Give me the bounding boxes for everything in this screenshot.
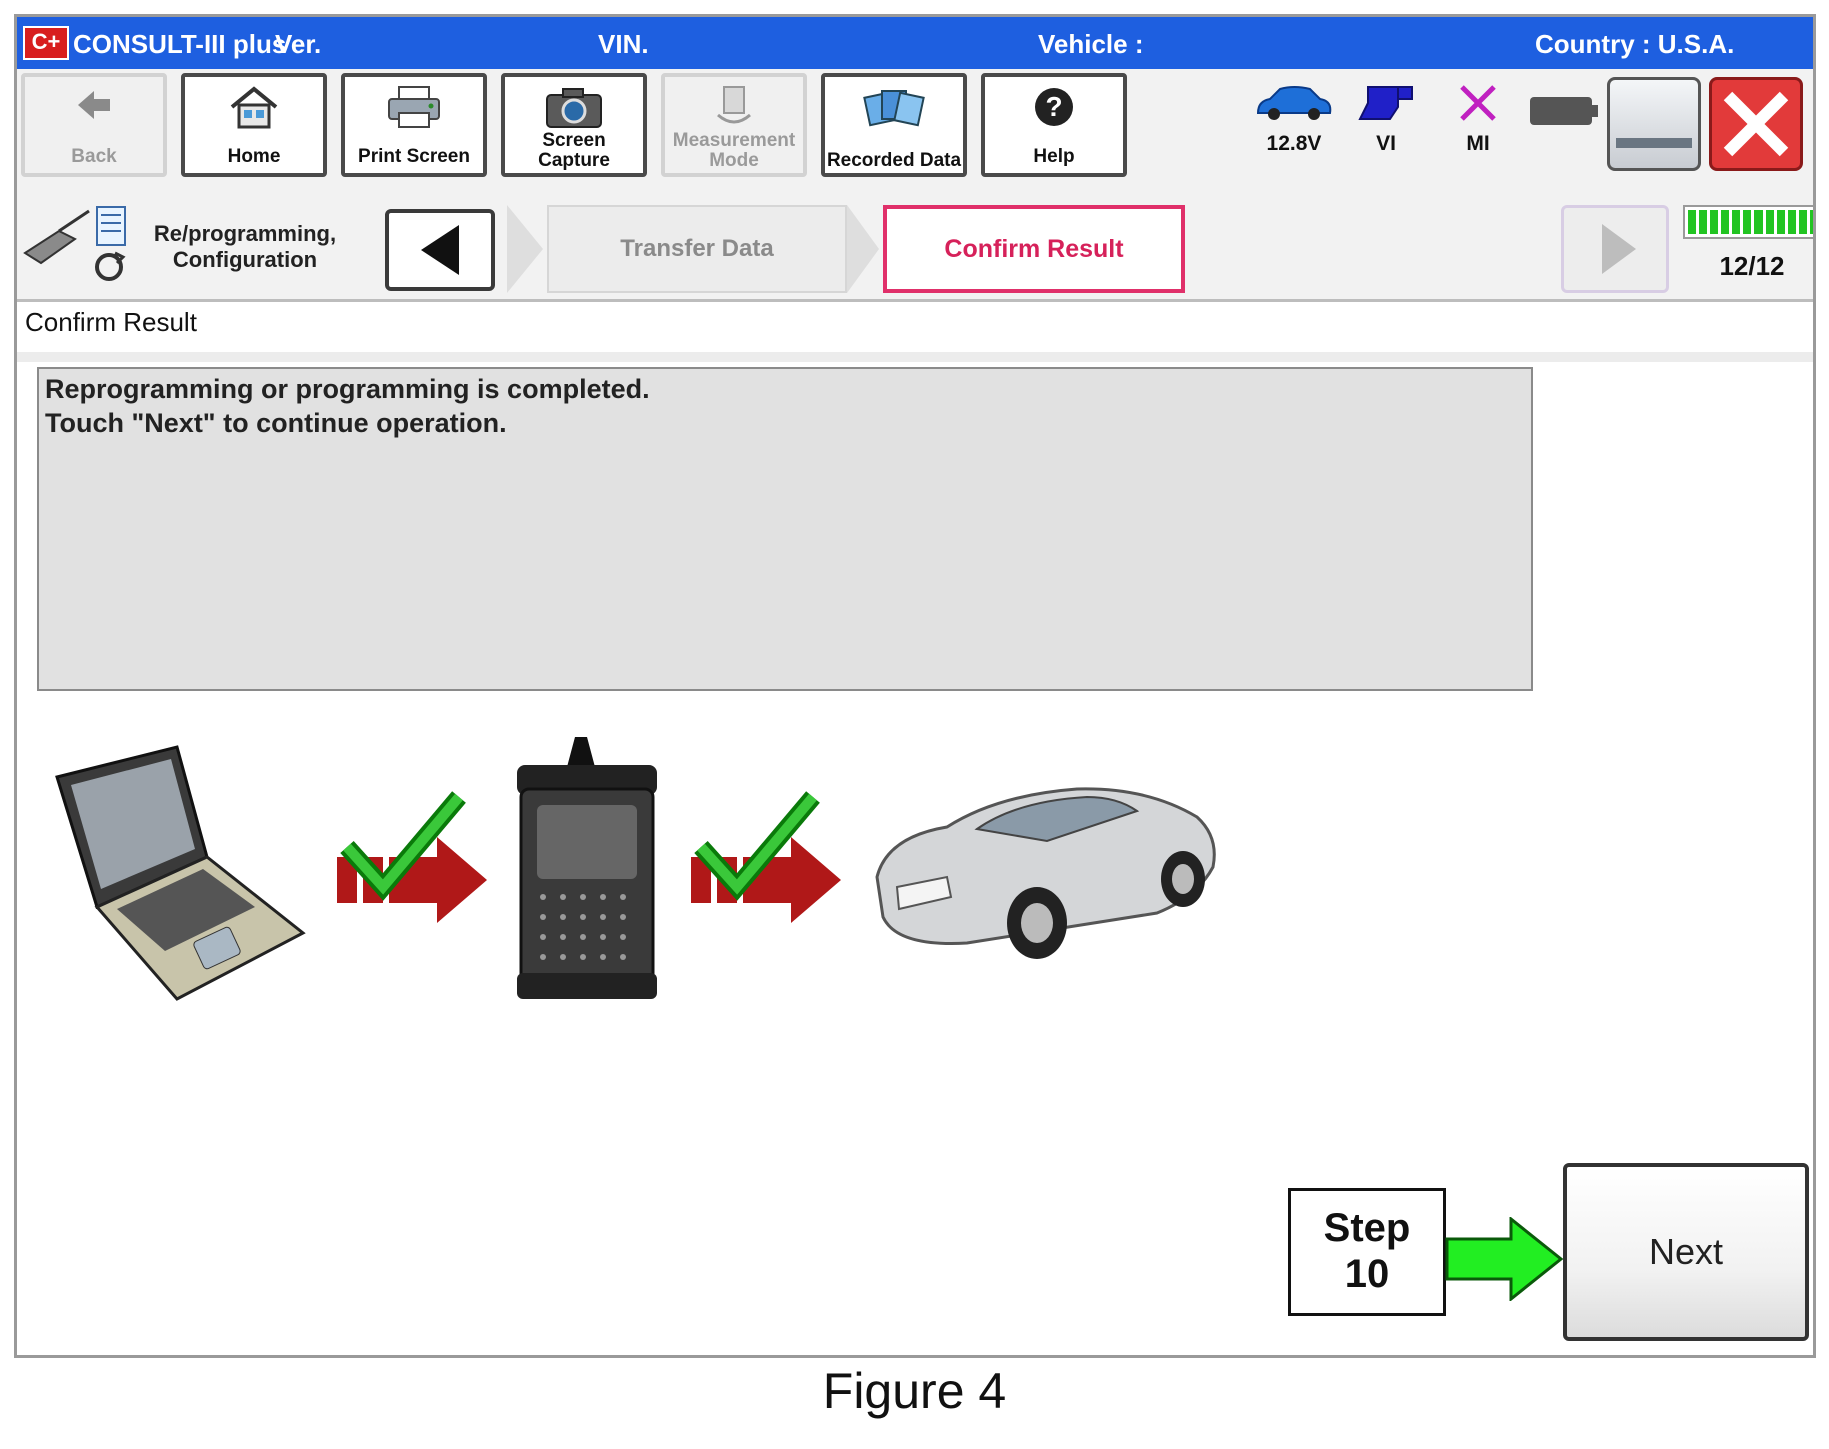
- step-transfer-data: Transfer Data: [547, 205, 847, 293]
- divider: [17, 352, 1813, 362]
- help-button[interactable]: ? Help: [981, 73, 1127, 177]
- home-button[interactable]: Home: [181, 73, 327, 177]
- measurement-mode-button[interactable]: Measurement Mode: [661, 73, 807, 177]
- help-icon: ?: [1035, 88, 1073, 126]
- navigation-bar: Re/programming, Configuration Transfer D…: [17, 195, 1813, 302]
- app-title: CONSULT-III plus: [73, 29, 287, 59]
- print-screen-label: Print Screen: [358, 146, 470, 167]
- screen-capture-label: Screen Capture: [538, 130, 610, 171]
- triangle-right-icon: [1602, 224, 1636, 274]
- home-label: Home: [227, 146, 281, 167]
- next-button[interactable]: Next: [1563, 1163, 1809, 1341]
- step-confirm-result: Confirm Result: [883, 205, 1185, 293]
- arrow-check-icon: [691, 791, 841, 923]
- message-box: Reprogramming or programming is complete…: [37, 367, 1533, 691]
- vi-indicator: VI: [1346, 83, 1426, 156]
- previous-step-button[interactable]: [385, 209, 495, 291]
- voltage-label: 12.8V: [1266, 132, 1322, 155]
- laptop-icon: [55, 745, 306, 1001]
- green-arrow-icon: [1445, 1217, 1564, 1301]
- consult-logo-icon: C+: [23, 26, 69, 60]
- help-label: Help: [1033, 146, 1075, 167]
- message-line-1: Reprogramming or programming is complete…: [45, 374, 650, 404]
- screen-capture-button[interactable]: Screen Capture: [501, 73, 647, 177]
- progress-label: 12/12: [1719, 251, 1785, 281]
- battery-status: [1524, 91, 1604, 136]
- title-bar: C+ CONSULT-III plus Ver. VIN. Vehicle : …: [17, 17, 1813, 69]
- figure-caption: Figure 4: [822, 1363, 1007, 1419]
- close-button[interactable]: [1709, 77, 1803, 171]
- step-callout: Step 10: [1288, 1188, 1446, 1316]
- next-step-button[interactable]: [1561, 205, 1669, 293]
- mi-indicator: MI: [1438, 83, 1518, 156]
- vi-icon: [1358, 86, 1413, 120]
- camera-icon: [546, 88, 602, 128]
- step-callout-number: 10: [1344, 1252, 1390, 1296]
- vehicle-label: Vehicle :: [1038, 29, 1144, 59]
- minimize-icon: [1616, 138, 1692, 148]
- transfer-diagram: [55, 737, 1216, 1001]
- triangle-left-icon: [421, 225, 459, 275]
- vin-label: VIN.: [598, 29, 649, 59]
- print-screen-button[interactable]: Print Screen: [341, 73, 487, 177]
- message-line-2: Touch "Next" to continue operation.: [45, 408, 507, 438]
- app-window: C+ CONSULT-III plus Ver. VIN. Vehicle : …: [14, 14, 1816, 1358]
- mi-icon: [1460, 85, 1496, 121]
- recorded-data-icon: [863, 90, 925, 127]
- progress-bar: [1683, 205, 1813, 239]
- country-label: Country : U.S.A.: [1535, 29, 1735, 59]
- printer-icon: [388, 86, 440, 128]
- minimize-button[interactable]: [1607, 77, 1701, 171]
- reprogramming-icon: [23, 206, 126, 281]
- measurement-icon: [717, 86, 751, 124]
- svg-text:?: ?: [1045, 91, 1062, 122]
- recorded-data-button[interactable]: Recorded Data: [821, 73, 967, 177]
- back-label: Back: [71, 146, 117, 167]
- toolbar: Back Home Print Screen: [17, 69, 1813, 197]
- home-icon: [230, 86, 278, 129]
- mi-label: MI: [1466, 132, 1490, 155]
- version-label: Ver.: [275, 29, 322, 59]
- step-connector-icon: [847, 205, 879, 293]
- measurement-mode-label: Measurement Mode: [672, 130, 796, 171]
- battery-icon: [1530, 97, 1598, 125]
- back-button[interactable]: Back: [21, 73, 167, 177]
- step-callout-label: Step: [1323, 1206, 1411, 1250]
- car-icon: [875, 787, 1216, 959]
- back-icon: [78, 91, 110, 119]
- arrow-check-icon: [337, 791, 487, 923]
- car-battery-icon: [1256, 86, 1332, 120]
- breadcrumb: Re/programming, Configuration: [153, 221, 337, 272]
- page-title: Confirm Result: [25, 307, 197, 337]
- battery-voltage-indicator: 12.8V: [1254, 83, 1334, 156]
- close-icon: [1723, 91, 1789, 157]
- vi-device-icon: [517, 737, 657, 999]
- vi-label: VI: [1376, 132, 1396, 155]
- step-connector-icon: [507, 205, 543, 293]
- recorded-data-label: Recorded Data: [826, 150, 962, 171]
